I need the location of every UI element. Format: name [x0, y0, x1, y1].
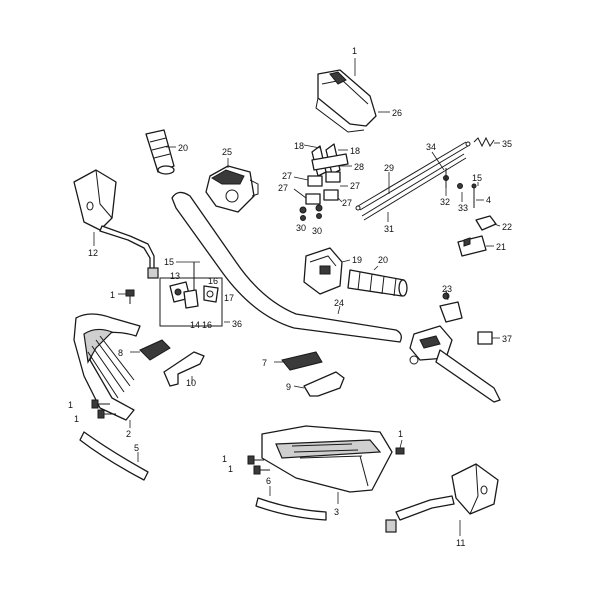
- callout-37: 37: [502, 334, 512, 344]
- right-handguard-part: [261, 425, 393, 493]
- callout-34: 34: [426, 142, 436, 152]
- callout-20-top: 20: [178, 143, 188, 153]
- callout-13: 13: [170, 271, 180, 281]
- callout-15-left: 15: [164, 257, 174, 267]
- left-bracket-part: [163, 351, 205, 387]
- callout-30-a: 30: [296, 223, 306, 233]
- callout-1-left: 1: [110, 290, 115, 300]
- callout-12: 12: [88, 248, 98, 258]
- callout-1-right-b: 1: [228, 464, 233, 474]
- callout-4: 4: [486, 195, 491, 205]
- callout-1-right-top: 1: [398, 429, 403, 439]
- callout-1-guard-a: 1: [68, 400, 73, 410]
- callout-2: 2: [126, 429, 131, 439]
- left-switch-housing-part: [303, 247, 343, 295]
- callout-27-d: 27: [342, 198, 352, 208]
- brake-switch-parts: [443, 168, 477, 208]
- left-guard-bolts: [91, 399, 116, 419]
- brake-switch-block-part: [477, 331, 493, 345]
- left-handguard-part: [73, 313, 141, 421]
- callout-28: 28: [354, 162, 364, 172]
- callout-6: 6: [266, 476, 271, 486]
- callout-16-a: 16: [208, 276, 218, 286]
- handlebar-part: [171, 191, 402, 343]
- callout-35: 35: [502, 139, 512, 149]
- callout-27-a: 27: [282, 171, 292, 181]
- callout-30-b: 30: [312, 226, 322, 236]
- callout-16-b: 16: [202, 320, 212, 330]
- callout-22: 22: [502, 222, 512, 232]
- callout-labels: 1 26 20 25 18 18 28 27 27 27 27 30 30 29…: [68, 46, 512, 548]
- callout-24: 24: [334, 298, 344, 308]
- callout-14: 14: [190, 320, 200, 330]
- callout-3: 3: [334, 507, 339, 517]
- switch-relay-parts: [457, 215, 497, 257]
- right-grip-part: [347, 269, 408, 297]
- right-bracket-part: [303, 371, 345, 397]
- left-deflector-part: [139, 339, 171, 361]
- callout-26: 26: [392, 108, 402, 118]
- callout-1-right-a: 1: [222, 454, 227, 464]
- callout-9: 9: [286, 382, 291, 392]
- right-switch-cover-part: [315, 69, 377, 133]
- left-grip-part: [145, 129, 175, 175]
- callout-32: 32: [440, 197, 450, 207]
- callout-36: 36: [232, 319, 242, 329]
- callout-18-left: 18: [294, 141, 304, 151]
- left-trim-strip-part: [79, 431, 149, 481]
- throttle-cables: [355, 141, 471, 221]
- callout-29: 29: [384, 163, 394, 173]
- callout-20-mid: 20: [378, 255, 388, 265]
- callout-23: 23: [442, 284, 452, 294]
- right-mirror-part: [385, 463, 499, 533]
- clamp-bracket-assembly: [299, 143, 349, 221]
- callout-5: 5: [134, 443, 139, 453]
- callout-1-top: 1: [352, 46, 357, 56]
- callout-27-c: 27: [278, 183, 288, 193]
- callout-19: 19: [352, 255, 362, 265]
- callout-31: 31: [384, 224, 394, 234]
- callout-21: 21: [496, 242, 506, 252]
- spring-part: [473, 136, 495, 148]
- callout-27-b: 27: [350, 181, 360, 191]
- callout-17: 17: [224, 293, 234, 303]
- callout-18-right: 18: [350, 146, 360, 156]
- callout-33: 33: [458, 203, 468, 213]
- callout-7: 7: [262, 358, 267, 368]
- callout-11: 11: [456, 538, 465, 548]
- callout-15-right: 15: [472, 173, 482, 183]
- leader-lines: [93, 58, 501, 536]
- right-trim-strip-part: [255, 497, 327, 521]
- left-bolt-part: [125, 289, 135, 304]
- callout-8: 8: [118, 348, 123, 358]
- callout-10: 10: [186, 378, 196, 388]
- brake-master-cylinder-part: [409, 292, 501, 403]
- throttle-housing-part: [205, 165, 259, 213]
- callout-25: 25: [222, 147, 232, 157]
- left-mirror-part: [73, 169, 159, 279]
- clutch-switch-parts: [159, 261, 223, 327]
- right-deflector-part: [281, 351, 323, 371]
- right-guard-bolts: [247, 447, 405, 475]
- callout-1-guard-b: 1: [74, 414, 79, 424]
